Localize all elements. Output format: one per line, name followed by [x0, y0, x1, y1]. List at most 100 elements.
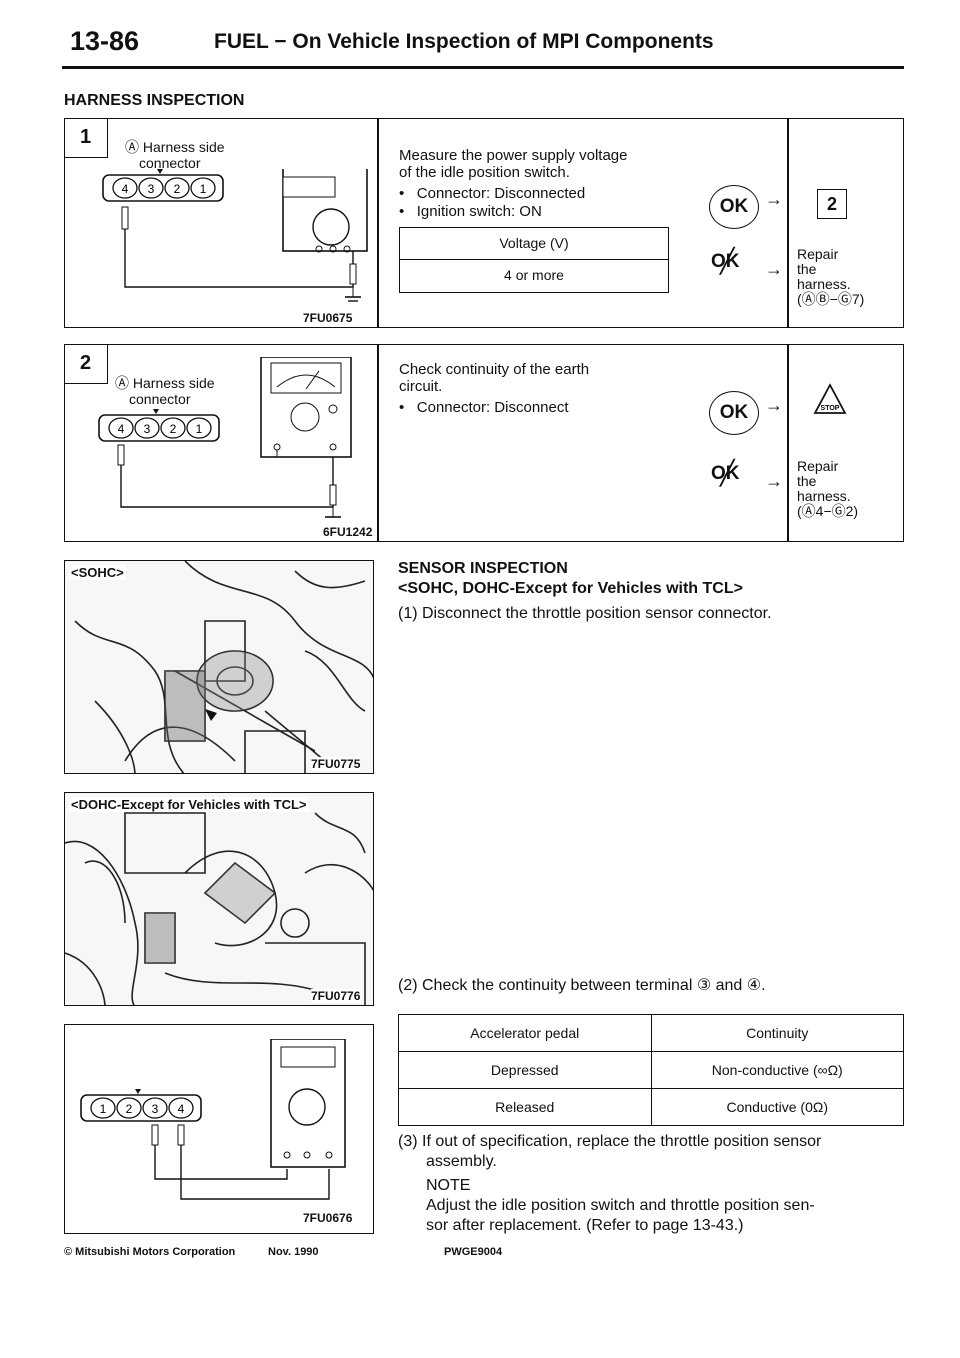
- engine-illustration: [74, 561, 373, 773]
- connector-pins: 4 3 2 1: [112, 177, 216, 199]
- table-row: Depressed Non-conductive (∞Ω): [398, 1051, 904, 1089]
- pointer-arrow-icon: [205, 709, 217, 721]
- footer-date: Nov. 1990: [268, 1246, 319, 1258]
- arrow-right-icon: →: [765, 471, 783, 491]
- sensor-step2: (2) Check the continuity between termina…: [398, 977, 766, 994]
- multimeter-jack: [315, 245, 323, 253]
- probe-left: [177, 1124, 185, 1146]
- step1-box: 1 Ⓐ Harness side connector 4 3 2 1: [64, 118, 904, 328]
- sensor-note: NOTE Adjust the idle position switch and…: [426, 1177, 815, 1234]
- probe-wire: [154, 1145, 288, 1180]
- pin-label: 2: [126, 1102, 133, 1116]
- stop-sign-icon: STOP: [813, 383, 847, 414]
- step2-connector-label: Ⓐ Harness side connector: [115, 375, 215, 407]
- pin-label: 2: [170, 422, 177, 436]
- multimeter-dial: [288, 1088, 326, 1126]
- photo-dohc: <DOHC-Except for Vehicles with TCL> 7FU0…: [64, 792, 374, 1006]
- probe-right: [349, 263, 357, 285]
- ok-badge: OK: [709, 185, 759, 229]
- ohmmeter-scale-arc: [276, 374, 336, 388]
- step1-number: 1: [64, 118, 108, 158]
- arrow-right-icon: →: [765, 259, 783, 279]
- pin-label: 1: [200, 182, 207, 196]
- pin-label: 3: [152, 1102, 159, 1116]
- sensor-step3: (3) If out of specification, replace the…: [398, 1133, 822, 1170]
- step1-voltage-table: Voltage (V) 4 or more: [399, 227, 669, 293]
- ng-badge: OK: [711, 251, 740, 272]
- continuity-table: Accelerator pedal Continuity Depressed N…: [398, 1014, 904, 1126]
- pin-label: 3: [148, 182, 155, 196]
- fig-throttle-sensor-check: 1 2 3 4 7FU0676: [64, 1024, 374, 1234]
- sensor-section-title: SENSOR INSPECTION: [398, 560, 568, 577]
- ohmmeter-dial: [290, 402, 320, 432]
- voltage-table-header: Voltage (V): [400, 228, 668, 260]
- step2-box: 2 Ⓐ Harness side connector 4 3 2 1: [64, 344, 904, 542]
- svg-text:STOP: STOP: [821, 405, 840, 412]
- voltage-table-value: 4 or more: [504, 267, 564, 283]
- pin-label: 4: [178, 1102, 185, 1116]
- photo-sohc-figure-id: 7FU0775: [311, 757, 361, 771]
- step2-bullets: • Connector: Disconnect: [399, 399, 569, 416]
- step2-divider-a: [377, 345, 379, 541]
- footer-code: PWGE9004: [444, 1246, 503, 1258]
- step2-number: 2: [64, 344, 108, 384]
- page-number: 13-86: [70, 26, 140, 56]
- table-cell: Released: [398, 1088, 652, 1126]
- next-step-box: 2: [817, 189, 847, 219]
- ng-cross-icon: ╱: [720, 460, 735, 487]
- pin-label: 1: [196, 422, 203, 436]
- footer-copyright: © Mitsubishi Motors Corporation: [64, 1246, 236, 1258]
- multimeter-jack: [329, 245, 337, 253]
- step1-bullets: • Connector: Disconnected • Ignition swi…: [399, 185, 586, 220]
- pin-label: 1: [100, 1102, 107, 1116]
- probe-left: [151, 1124, 159, 1146]
- step1-figure-id: 7FU0675: [303, 311, 353, 325]
- pin-marker-icon: [135, 1089, 141, 1094]
- multimeter-jack: [303, 1151, 311, 1159]
- multimeter-display: [282, 176, 336, 198]
- probe-right: [329, 484, 337, 506]
- photo-dohc-label: <DOHC-Except for Vehicles with TCL>: [69, 797, 309, 812]
- multimeter-jack: [325, 1151, 333, 1159]
- pin-label: 4: [122, 182, 129, 196]
- sensor-section-subtitle: <SOHC, DOHC-Except for Vehicles with TCL…: [398, 580, 743, 597]
- step1-connector-label: Ⓐ Harness side connector: [125, 139, 225, 171]
- photo-sohc: <SOHC> 7FU0775: [64, 560, 374, 774]
- section-title-harness: HARNESS INSPECTION: [64, 92, 245, 109]
- multimeter-jack: [283, 1151, 291, 1159]
- pin-label: 3: [144, 422, 151, 436]
- ng-badge: OK: [711, 463, 740, 484]
- multimeter-dial: [312, 208, 350, 246]
- ohmmeter-jack: [329, 443, 337, 451]
- table-header-row: Accelerator pedal Continuity: [398, 1014, 904, 1052]
- multimeter-display: [280, 1046, 336, 1068]
- step1-divider-a: [377, 119, 379, 327]
- ng-cross-icon: ╱: [720, 248, 735, 275]
- step2-figure-id: 6FU1242: [323, 525, 373, 539]
- arrow-right-icon: →: [765, 189, 783, 209]
- step1-divider-b: [787, 119, 789, 327]
- sensor-diagram: 1 2 3 4: [80, 1039, 346, 1200]
- sensor-step1: (1) Disconnect the throttle position sen…: [398, 605, 772, 622]
- table-cell: Conductive (0Ω): [650, 1088, 904, 1126]
- arrow-right-icon: →: [765, 395, 783, 415]
- step2-diagram: 4 3 2 1: [98, 357, 352, 518]
- step2-divider-b: [787, 345, 789, 541]
- table-header: Accelerator pedal: [398, 1014, 652, 1052]
- pin-label: 2: [174, 182, 181, 196]
- pin-marker-icon: [153, 409, 159, 414]
- step2-description: Check continuity of the earth circuit.: [399, 361, 590, 395]
- probe-wire: [120, 457, 334, 508]
- probe-left: [121, 206, 129, 230]
- step1-description: Measure the power supply voltage of the …: [399, 147, 628, 181]
- step1-diagram: 4 3 2 1: [102, 169, 368, 302]
- step1-repair-text: Repair the harness. (ⒶⒷ−Ⓖ7): [797, 246, 865, 307]
- table-row: Released Conductive (0Ω): [398, 1088, 904, 1126]
- table-cell: Non-conductive (∞Ω): [650, 1051, 904, 1089]
- photo-sohc-label: <SOHC>: [69, 565, 126, 580]
- fig3-figure-id: 7FU0676: [303, 1211, 353, 1225]
- note-title: NOTE: [426, 1177, 471, 1194]
- ok-badge: OK: [709, 391, 759, 435]
- pin-marker-icon: [157, 169, 163, 174]
- header-rule: [62, 66, 904, 69]
